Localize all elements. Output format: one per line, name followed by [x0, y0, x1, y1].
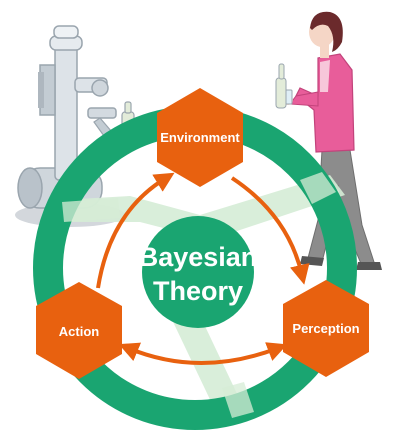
arrow-perception-action: [118, 342, 288, 365]
arrow-action-to-environment: [96, 172, 175, 289]
cycle-arrows: [96, 172, 310, 365]
arrow-environment-to-perception: [230, 176, 310, 285]
center-title-line2: Theory: [153, 276, 243, 306]
node-environment: Environment: [157, 88, 243, 187]
node-perception: Perception: [283, 280, 369, 377]
center-title-line1: Bayesian: [139, 242, 258, 272]
node-environment-label: Environment: [160, 130, 240, 145]
node-perception-label: Perception: [292, 321, 359, 336]
ring-light-band-overlay: [62, 172, 336, 418]
node-action: Action: [36, 282, 122, 379]
node-action-label: Action: [59, 324, 100, 339]
center-theory-circle: [142, 216, 254, 328]
